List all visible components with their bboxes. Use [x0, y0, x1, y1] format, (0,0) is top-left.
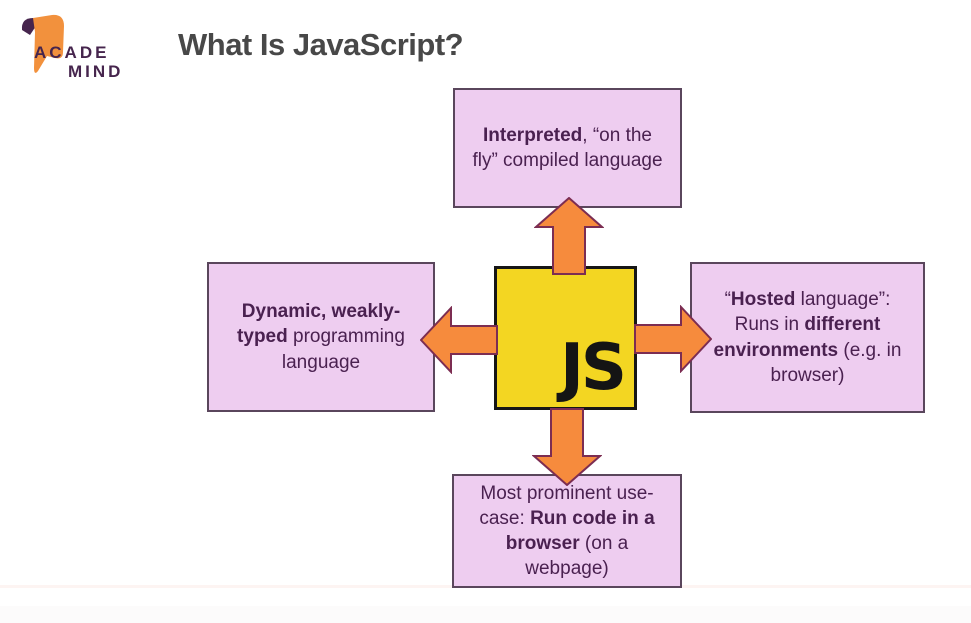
concept-box-interpreted-text: Interpreted, “on the fly” compiled langu… [468, 123, 667, 173]
arrow-left-icon [420, 306, 498, 374]
concept-box-usecase-text: Most prominent use-case: Run code in a b… [467, 481, 667, 581]
js-logo-label: JS [560, 331, 624, 405]
arrow-up-icon [534, 197, 604, 275]
js-logo: JS [494, 266, 637, 410]
arrow-right-icon [634, 305, 712, 373]
arrow-down-icon [532, 408, 602, 486]
academind-logo: ACADE MIND [12, 12, 148, 84]
logo-text-mind: MIND [68, 62, 123, 81]
concept-box-usecase: Most prominent use-case: Run code in a b… [452, 474, 682, 588]
logo-text-acade: ACADE [34, 43, 109, 62]
video-player-bar: 2:40 / 8:57 [0, 606, 971, 623]
concept-box-hosted-text: “Hosted language”: Runs in different env… [705, 287, 910, 387]
concept-box-dynamic-text: Dynamic, weakly-typed programming langua… [222, 299, 420, 374]
page-title: What Is JavaScript? [178, 27, 463, 63]
concept-box-dynamic: Dynamic, weakly-typed programming langua… [207, 262, 435, 412]
concept-box-hosted: “Hosted language”: Runs in different env… [690, 262, 925, 413]
concept-box-interpreted: Interpreted, “on the fly” compiled langu… [453, 88, 682, 208]
